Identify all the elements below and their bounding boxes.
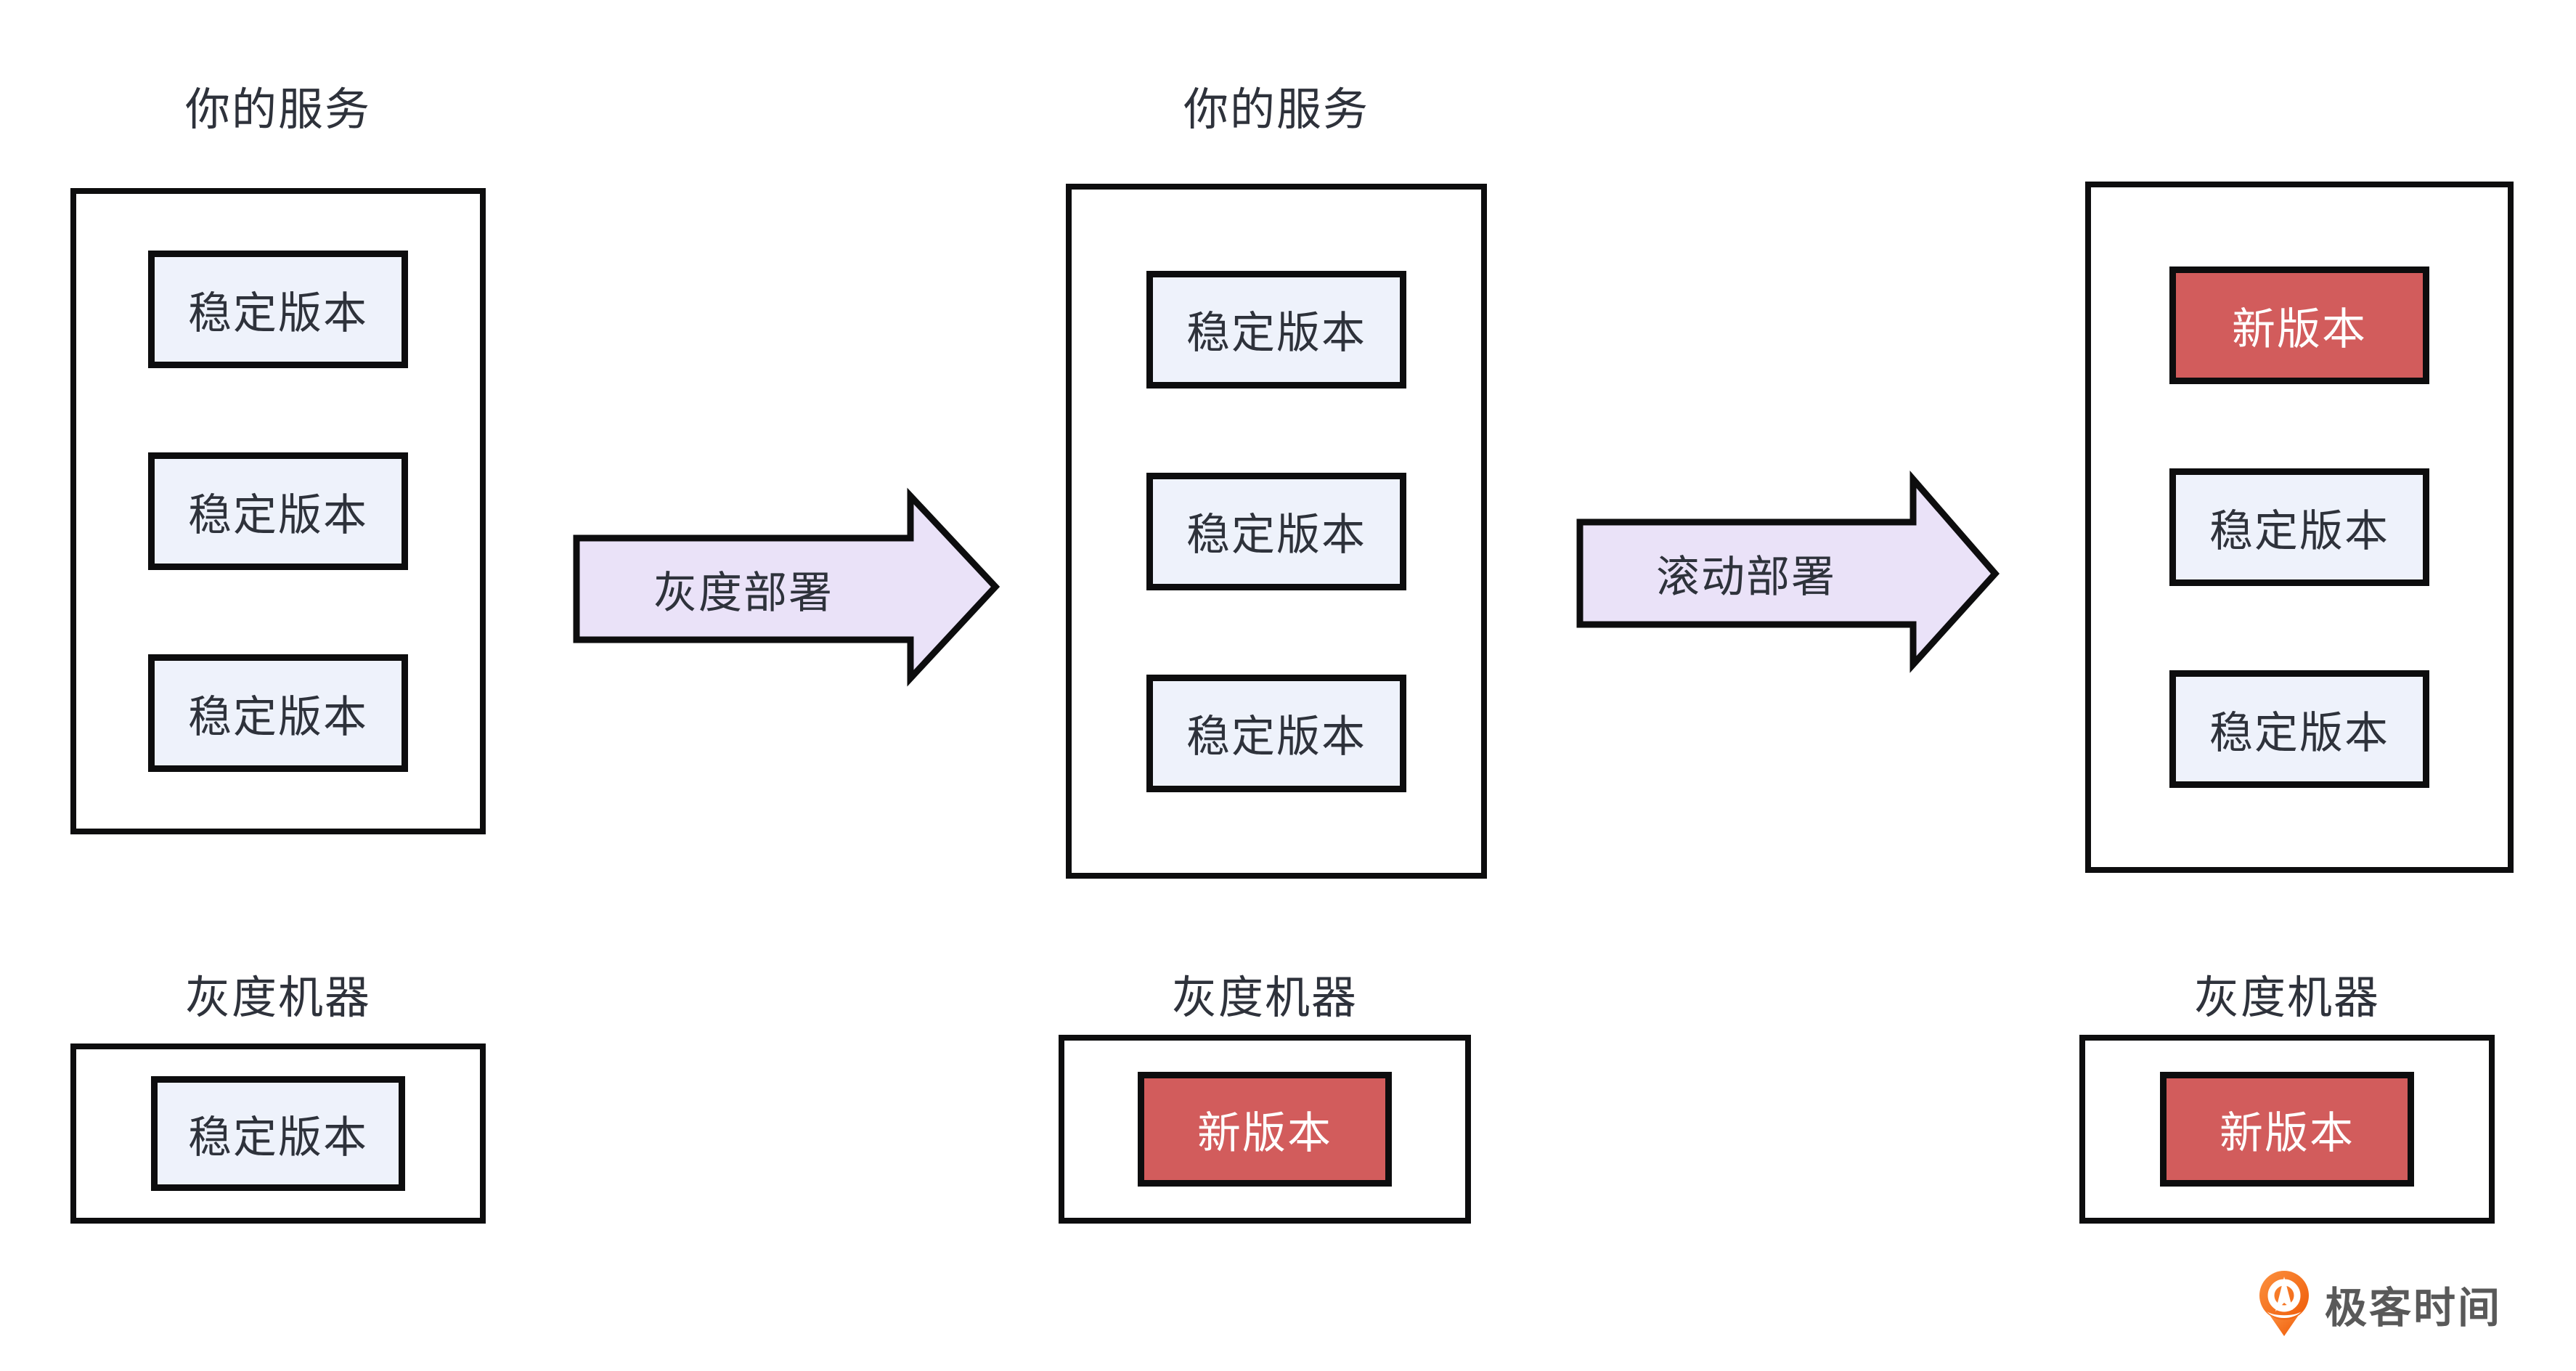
geektime-pin-icon	[2259, 1271, 2309, 1336]
column1-gray-machine-title: 灰度机器	[184, 973, 371, 1023]
column2-gray-machine-box: 新版本	[1059, 1035, 1471, 1224]
version-node: 新版本	[2160, 1072, 2414, 1187]
geektime-logo: 极客时间	[2257, 1269, 2502, 1339]
version-node: 稳定版本	[2169, 670, 2429, 788]
column1-service-title: 你的服务	[184, 85, 371, 135]
column3-gray-machine-title: 灰度机器	[2193, 973, 2380, 1023]
version-node: 稳定版本	[148, 251, 408, 368]
version-node: 稳定版本	[1146, 472, 1406, 590]
column2-gray-machine-title: 灰度机器	[1171, 973, 1358, 1023]
gray-deploy-arrow	[573, 487, 1000, 687]
version-node: 稳定版本	[148, 654, 408, 772]
version-node: 稳定版本	[1146, 270, 1406, 388]
rolling-deploy-arrow	[1576, 470, 2000, 673]
version-node: 稳定版本	[2169, 468, 2429, 586]
version-node: 稳定版本	[148, 452, 408, 570]
column2-service-box: 稳定版本 稳定版本 稳定版本	[1066, 184, 1487, 879]
version-node: 稳定版本	[151, 1076, 405, 1191]
column3-service-box: 新版本 稳定版本 稳定版本	[2085, 182, 2514, 873]
version-node: 稳定版本	[1146, 674, 1406, 792]
gray-deploy-arrow-label: 灰度部署	[653, 568, 833, 617]
geektime-logo-text: 极客时间	[2325, 1285, 2503, 1332]
column2-service-title: 你的服务	[1183, 85, 1369, 135]
rolling-deploy-arrow-label: 滚动部署	[1656, 553, 1836, 601]
version-node: 新版本	[2169, 267, 2429, 384]
column1-service-box: 稳定版本 稳定版本 稳定版本	[70, 188, 486, 834]
column1-gray-machine-box: 稳定版本	[70, 1043, 486, 1224]
version-node: 新版本	[1138, 1072, 1392, 1187]
column3-gray-machine-box: 新版本	[2079, 1035, 2495, 1224]
